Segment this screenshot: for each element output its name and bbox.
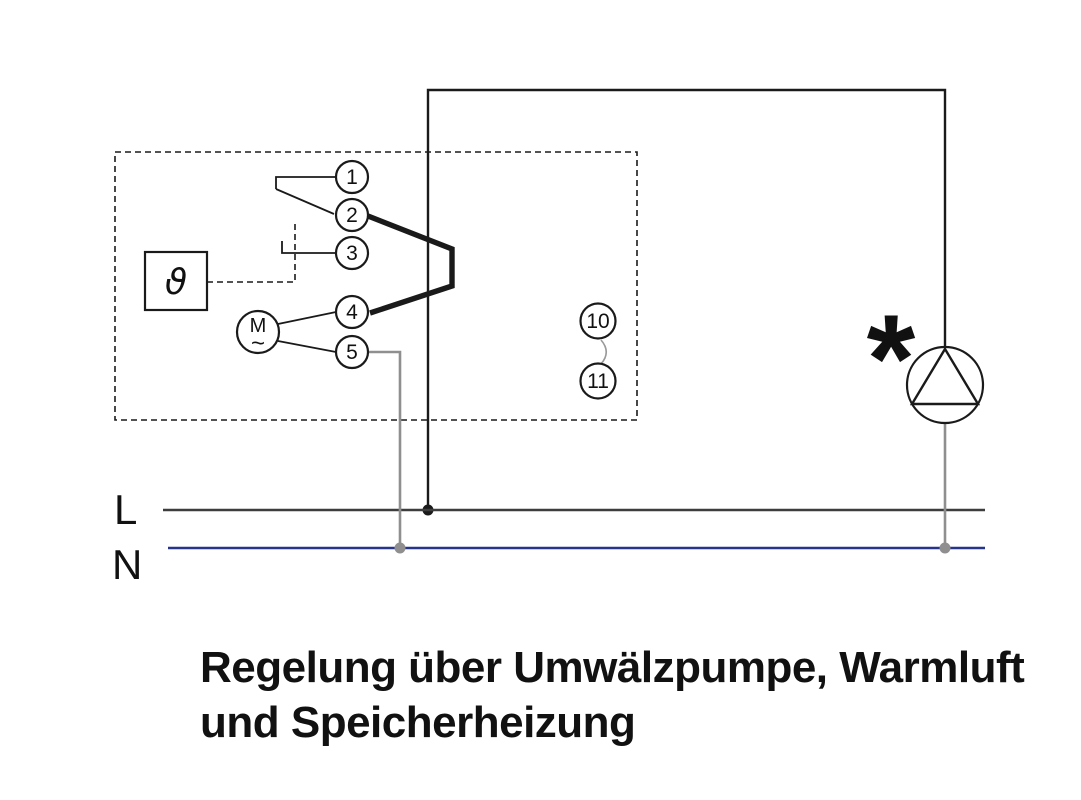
terminal-3-circle [334,235,370,271]
contact-1-wire [275,176,336,189]
thermostat-symbol-box [143,250,209,312]
motor-wave-icon: ~ [251,330,265,357]
terminal-1: 1 [334,159,370,195]
device-outline [114,151,638,421]
terminal-4-circle [334,294,370,330]
bridge-wire-2-4 [367,213,455,316]
caption-line-2: und Speicherheizung [200,698,636,747]
terminal-5-circle [334,334,370,370]
terminal-4-label: 4 [346,301,358,324]
terminal-5-label: 5 [346,341,358,364]
contact-10: 10 [579,302,617,340]
terminal-2-label: 2 [346,204,358,227]
pump-triangle-icon [909,346,981,406]
switch-blade [275,188,335,215]
contact-11-label: 11 [587,370,609,393]
contact-11-circle [579,362,617,400]
l-bus-label: L [114,486,137,533]
motor-symbol [235,309,281,355]
motor-letter: M [250,315,267,337]
terminal-3: 3 [334,235,370,271]
pump-symbol [905,345,985,425]
feed-wire [426,88,947,510]
thermostat-theta-symbol: ϑ [165,262,187,303]
junction-dot-motor-N [394,542,406,554]
terminal-3-label: 3 [346,242,358,265]
terminal-1-circle [334,159,370,195]
contact-3-wire [281,241,336,254]
n-bus-label: N [112,541,142,588]
contact-10-label: 10 [586,310,609,333]
contact-10-circle [579,302,617,340]
terminal-1-label: 1 [346,166,358,189]
caption: Regelung über Umwälzpumpe, Warmluft und … [200,640,1025,750]
motor-wire-5 [277,340,337,353]
motor-wire-4 [277,311,337,325]
terminal-4: 4 [334,294,370,330]
terminal-5: 5 [334,334,370,370]
motor-neutral-wire [368,350,402,548]
terminal-2-circle [334,197,370,233]
asterisk-marker: * [867,290,916,429]
contact-arc [600,339,608,365]
caption-line-1: Regelung über Umwälzpumpe, Warmluft [200,643,1025,692]
junction-dot-pump-N [939,542,951,554]
terminal-2: 2 [334,197,370,233]
contact-11: 11 [579,362,617,400]
